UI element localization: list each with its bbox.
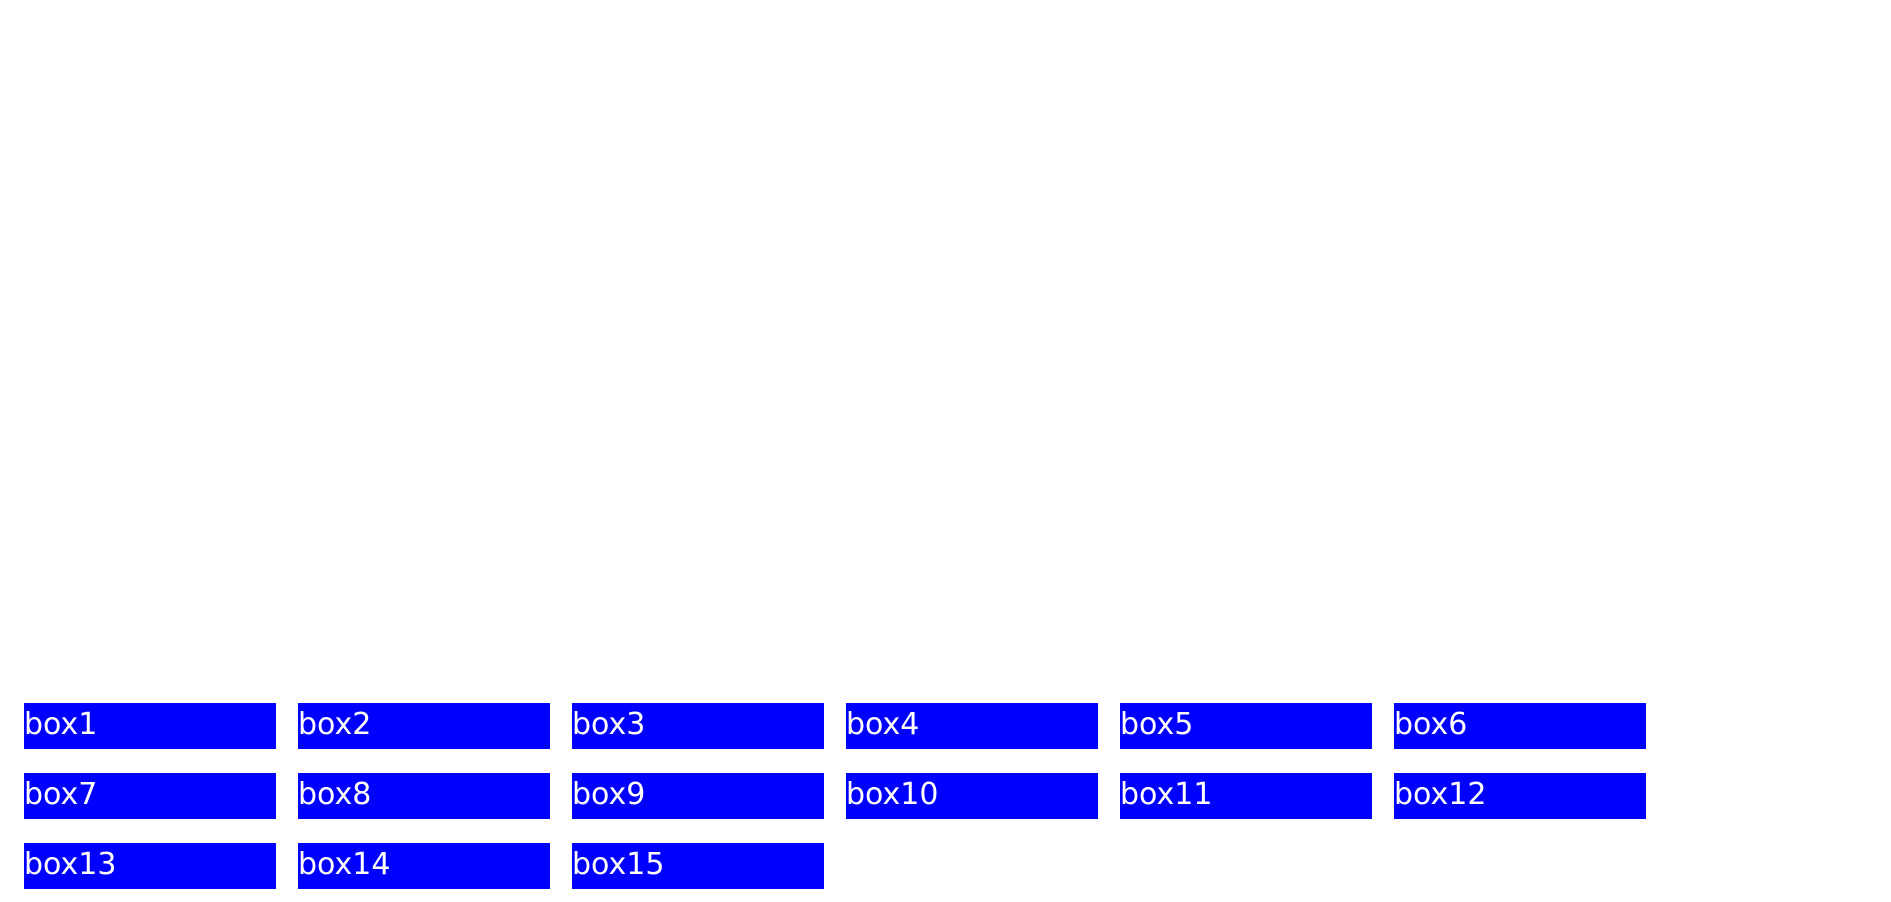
box-label: box8 <box>298 777 372 812</box>
box-item-2[interactable]: box2 <box>298 703 550 749</box>
box-label: box4 <box>846 707 920 742</box>
box-item-6[interactable]: box6 <box>1394 703 1646 749</box>
box-label: box13 <box>24 847 117 882</box>
box-label: box14 <box>298 847 391 882</box>
box-item-8[interactable]: box8 <box>298 773 550 819</box>
box-item-13[interactable]: box13 <box>24 843 276 889</box>
box-label: box5 <box>1120 707 1194 742</box>
box-item-4[interactable]: box4 <box>846 703 1098 749</box>
box-label: box1 <box>24 707 98 742</box>
box-item-3[interactable]: box3 <box>572 703 824 749</box>
box-item-14[interactable]: box14 <box>298 843 550 889</box>
box-grid: box1 box2 box3 box4 box5 box6 box7 box8 … <box>24 703 1724 889</box>
box-label: box11 <box>1120 777 1213 812</box>
box-item-11[interactable]: box11 <box>1120 773 1372 819</box>
box-item-7[interactable]: box7 <box>24 773 276 819</box>
box-label: box6 <box>1394 707 1468 742</box>
box-label: box7 <box>24 777 98 812</box>
box-label: box12 <box>1394 777 1487 812</box>
box-label: box15 <box>572 847 665 882</box>
box-item-10[interactable]: box10 <box>846 773 1098 819</box>
box-item-9[interactable]: box9 <box>572 773 824 819</box>
box-label: box2 <box>298 707 372 742</box>
box-label: box10 <box>846 777 939 812</box>
box-item-15[interactable]: box15 <box>572 843 824 889</box>
box-label: box3 <box>572 707 646 742</box>
box-item-5[interactable]: box5 <box>1120 703 1372 749</box>
box-item-12[interactable]: box12 <box>1394 773 1646 819</box>
box-item-1[interactable]: box1 <box>24 703 276 749</box>
box-label: box9 <box>572 777 646 812</box>
